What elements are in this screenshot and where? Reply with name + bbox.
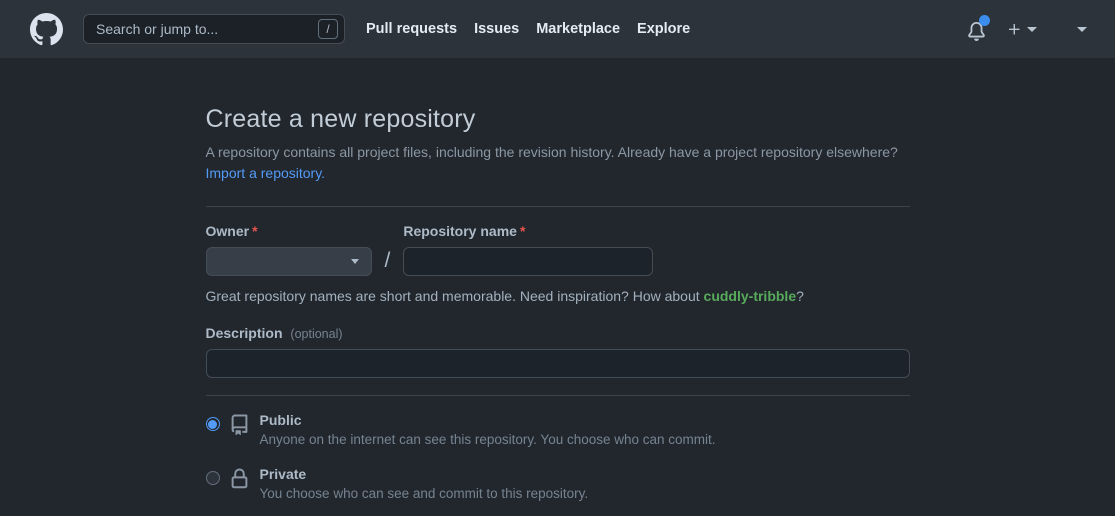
chevron-down-icon	[1027, 26, 1037, 32]
header-actions	[967, 15, 1087, 41]
name-suggestion-link[interactable]: cuddly-tribble	[703, 288, 797, 304]
nav-issues[interactable]: Issues	[474, 21, 520, 37]
repo-name-field: Repository name*	[403, 223, 654, 276]
section-divider	[205, 395, 910, 396]
private-radio[interactable]	[205, 471, 220, 485]
repo-name-hint: Great repository names are short and mem…	[206, 288, 910, 304]
nav-marketplace[interactable]: Marketplace	[536, 21, 621, 37]
search-shortcut-key: /	[318, 19, 338, 39]
header-nav: Pull requests Issues Marketplace Explore	[366, 21, 707, 37]
unread-notification-dot	[979, 15, 990, 26]
chevron-down-icon	[350, 259, 359, 264]
owner-repo-separator: /	[384, 249, 391, 272]
header-search: /	[83, 14, 345, 44]
description-input[interactable]	[205, 349, 910, 378]
owner-field: Owner*	[205, 223, 372, 276]
public-option-description: Anyone on the internet can see this repo…	[259, 432, 716, 447]
bell-icon	[968, 22, 985, 41]
description-label: Description	[205, 325, 283, 341]
description-label-row: Description (optional)	[206, 325, 910, 341]
lock-icon	[229, 467, 250, 491]
owner-select-button[interactable]	[205, 247, 372, 276]
repo-book-icon	[229, 413, 250, 437]
repo-name-label-text: Repository name	[403, 223, 517, 239]
required-asterisk: *	[519, 223, 526, 239]
nav-pull-requests[interactable]: Pull requests	[366, 21, 458, 37]
plus-icon	[1008, 23, 1020, 35]
main-content: Create a new repository A repository con…	[0, 58, 1115, 501]
github-logo-icon[interactable]	[30, 12, 63, 46]
optional-note: (optional)	[290, 327, 343, 341]
public-option-label[interactable]: Public	[259, 412, 302, 428]
visibility-option-private: Private You choose who can see and commi…	[205, 466, 910, 501]
hint-suffix: ?	[796, 288, 804, 304]
owner-label-text: Owner	[205, 223, 250, 239]
owner-label: Owner*	[206, 223, 372, 239]
repo-name-input[interactable]	[403, 247, 654, 276]
private-option-description: You choose who can see and commit to thi…	[259, 486, 589, 501]
page-title: Create a new repository	[205, 105, 476, 133]
nav-explore[interactable]: Explore	[637, 21, 691, 37]
visibility-option-public: Public Anyone on the internet can see th…	[205, 412, 910, 447]
create-new-dropdown[interactable]	[1007, 22, 1037, 37]
hint-prefix: Great repository names are short and mem…	[205, 288, 704, 304]
private-option-label[interactable]: Private	[259, 466, 307, 482]
owner-repo-row: Owner* / Repository name*	[205, 223, 910, 276]
page-intro: A repository contains all project files,…	[206, 142, 910, 184]
search-input[interactable]	[83, 14, 345, 44]
notifications-button[interactable]	[967, 15, 990, 41]
global-header: / Pull requests Issues Marketplace Explo…	[0, 0, 1115, 58]
public-radio[interactable]	[205, 417, 220, 431]
visibility-options: Public Anyone on the internet can see th…	[205, 412, 910, 501]
chevron-down-icon	[1077, 26, 1087, 32]
required-asterisk: *	[252, 223, 258, 239]
import-repository-link[interactable]: Import a repository.	[205, 165, 326, 181]
user-menu-dropdown[interactable]	[1077, 26, 1087, 32]
repo-name-label: Repository name*	[403, 223, 653, 239]
intro-text: A repository contains all project files,…	[205, 144, 898, 160]
section-divider	[205, 206, 910, 207]
